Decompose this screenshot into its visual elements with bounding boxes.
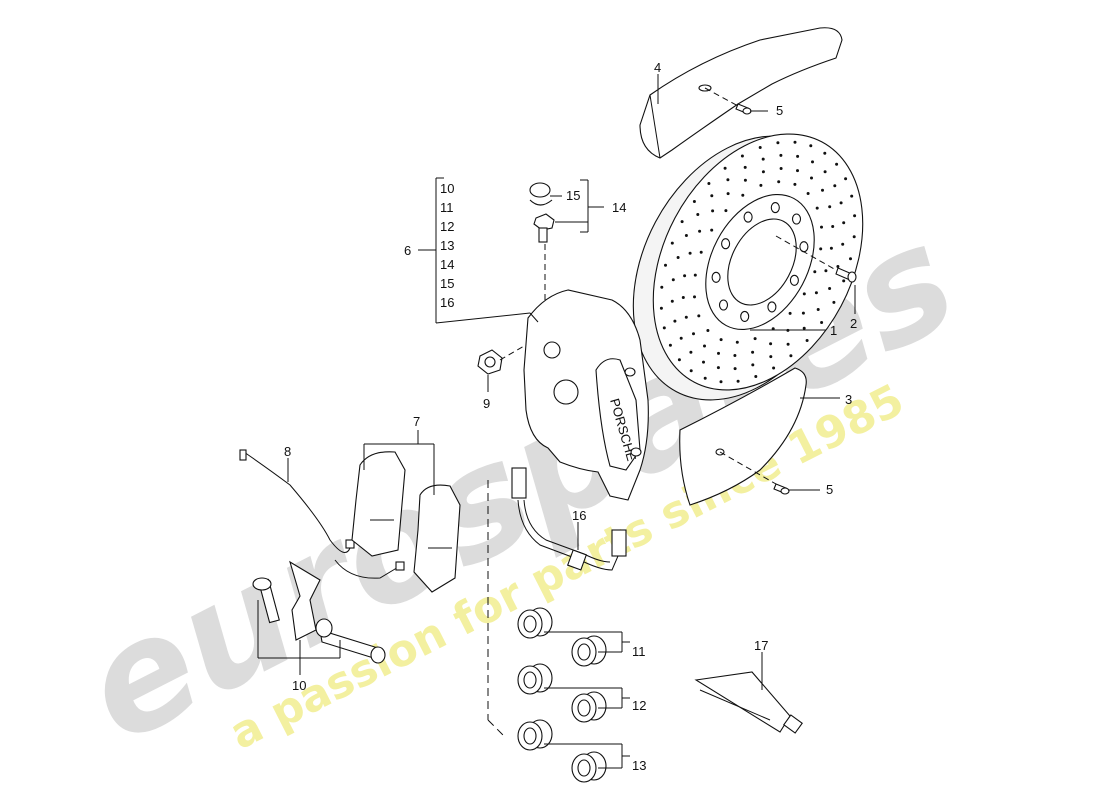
part-8-wear-sensor[interactable] — [239, 449, 405, 579]
part-2-disc-screw[interactable] — [775, 235, 857, 283]
callout-8: 8 — [284, 444, 291, 459]
part-6-brake-caliper[interactable]: PORSCHE — [523, 289, 649, 501]
callout-6: 6 — [404, 243, 411, 258]
part-4-bracket[interactable] — [639, 27, 843, 159]
part-13-seal-kit[interactable] — [517, 719, 630, 783]
part-5-screw-bottom[interactable] — [773, 483, 790, 495]
callout-5-bottom: 5 — [826, 482, 833, 497]
group6-item: 12 — [440, 219, 454, 234]
callout-15: 15 — [566, 188, 580, 203]
callout-1: 1 — [830, 323, 837, 338]
callout-14: 14 — [612, 200, 626, 215]
callout-7: 7 — [413, 414, 420, 429]
part-17-grease-tube[interactable] — [694, 671, 803, 734]
callout-3: 3 — [845, 392, 852, 407]
callout-2: 2 — [850, 316, 857, 331]
callout-17: 17 — [754, 638, 768, 653]
group6-item: 16 — [440, 295, 454, 310]
group6-item: 15 — [440, 276, 454, 291]
callout-numbers: 1 2 3 4 5 5 6 7 8 9 10 11 12 13 14 15 16… — [284, 60, 857, 773]
part-7-brake-pads[interactable] — [351, 451, 461, 593]
part-12-seal-kit[interactable] — [517, 663, 630, 723]
callout-4: 4 — [654, 60, 661, 75]
part-16-brake-hose[interactable] — [511, 467, 627, 571]
part-5-screw-top[interactable] — [704, 87, 752, 115]
part-15-bleeder-cap[interactable] — [529, 182, 553, 206]
callout-5-top: 5 — [776, 103, 783, 118]
group6-item: 14 — [440, 257, 454, 272]
group6-item: 13 — [440, 238, 454, 253]
disc-drill-holes — [659, 140, 857, 384]
callout-13: 13 — [632, 758, 646, 773]
callout-lines — [257, 74, 856, 739]
callout-16: 16 — [572, 508, 586, 523]
part-10-pins-and-spring[interactable] — [252, 560, 386, 664]
callout-11: 11 — [632, 644, 646, 659]
group6-item: 11 — [440, 200, 454, 215]
part-11-seal-kit[interactable] — [517, 607, 630, 667]
callout-9: 9 — [483, 396, 490, 411]
callout-10: 10 — [292, 678, 306, 693]
part-3-cover-plate[interactable] — [679, 367, 807, 506]
group6-item: 10 — [440, 181, 454, 196]
seal-kits — [517, 607, 630, 783]
part-14-bleeder-valve[interactable] — [533, 213, 555, 243]
part-1-brake-disc[interactable] — [590, 98, 905, 438]
callout-12: 12 — [632, 698, 646, 713]
part-9-nut[interactable] — [477, 345, 525, 375]
disc-hub-bolt-holes — [711, 202, 809, 322]
